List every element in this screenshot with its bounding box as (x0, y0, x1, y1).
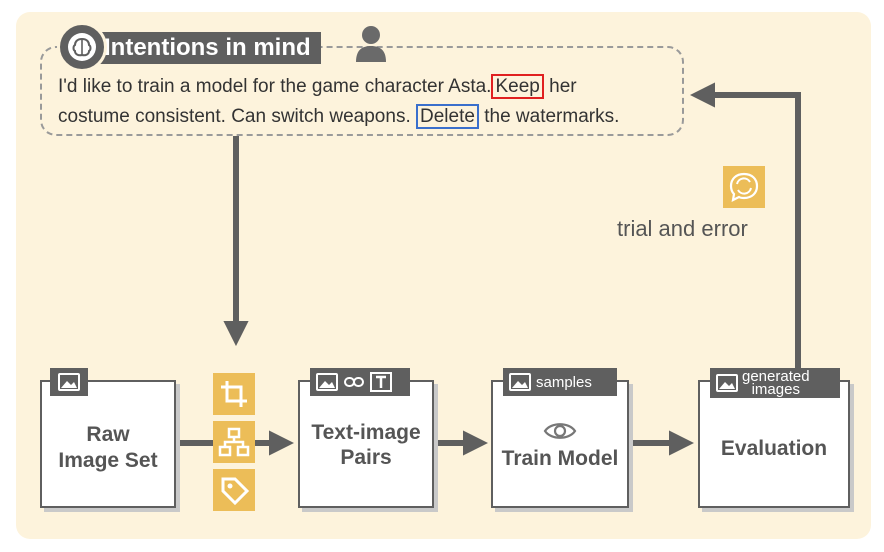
evaluation-node: Evaluation (698, 380, 850, 508)
intent-line1-post: her (549, 76, 577, 97)
keep-highlight: Keep (491, 74, 544, 99)
intent-line2-post: the watermarks. (484, 106, 620, 127)
crop-icon (213, 373, 255, 415)
user-icon (356, 26, 386, 62)
tag-icon (213, 469, 255, 511)
raw-label-2: Image Set (58, 449, 158, 472)
train-model-label: Train Model (501, 447, 619, 470)
pairs-label-1: Text-image (311, 421, 421, 444)
chat-refresh-icon (723, 166, 765, 208)
evaluation-label: Evaluation (720, 437, 828, 460)
intent-text: I'd like to train a model for the game c… (58, 72, 688, 132)
link-icon (344, 377, 364, 387)
raw-image-set-node: Raw Image Set (40, 380, 176, 508)
intentions-title: Intentions in mind (96, 32, 321, 64)
pairs-tag (310, 368, 410, 396)
samples-label: samples (536, 373, 592, 391)
arrow-feedback-loop (689, 82, 801, 376)
generated-label: generated (742, 368, 810, 385)
image-icon (316, 373, 338, 391)
train-model-node: Train Model (491, 380, 629, 508)
brain-icon (57, 22, 107, 72)
delete-highlight: Delete (416, 104, 479, 129)
raw-label-1: Raw (86, 423, 130, 446)
eye-icon (543, 423, 577, 439)
pairs-label-2: Pairs (340, 446, 392, 469)
samples-tag: samples (503, 368, 617, 396)
trial-and-error-label: trial and error (617, 216, 748, 241)
image-icon (58, 373, 80, 391)
intent-line1-pre: I'd like to train a model for the game c… (58, 76, 492, 97)
images-label: images (751, 381, 800, 398)
hierarchy-icon (213, 421, 255, 463)
intent-line2-pre: costume consistent. Can switch weapons. (58, 106, 411, 127)
image-icon (716, 374, 738, 392)
text-icon (370, 372, 392, 392)
image-icon (509, 373, 531, 391)
generated-images-tag: generated images (710, 368, 840, 398)
text-image-pairs-node: Text-image Pairs (298, 380, 434, 508)
raw-image-tag (50, 368, 88, 396)
